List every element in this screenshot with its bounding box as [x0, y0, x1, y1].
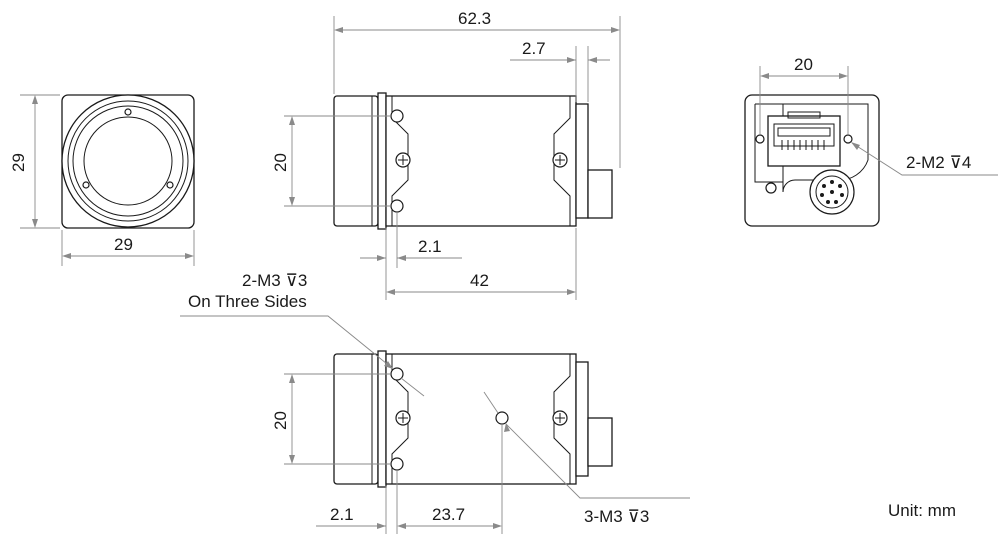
bottom-offset-label: 2.1: [330, 505, 354, 524]
side-hole-bottom: [390, 199, 404, 213]
side-collar: [377, 92, 387, 230]
bottom-hole-bottom: [390, 457, 404, 471]
rear-led: [765, 182, 777, 194]
bottom-lens-section: [333, 353, 379, 485]
bottom-center-label: 23.7: [432, 505, 465, 524]
bottom-spacing-label: 20: [271, 411, 290, 430]
side-holes-callout-line1: 2-M3 ⊽3: [242, 271, 307, 290]
lens-mount-ring-inner: [72, 105, 184, 217]
overall-length-label: 62.3: [458, 9, 491, 28]
side-main-body: [385, 95, 577, 227]
bottom-rear-plate: [575, 361, 589, 477]
bottom-connector: [587, 417, 613, 467]
rear-hole-right: [843, 134, 853, 144]
side-spacing-label: 20: [271, 153, 290, 172]
side-rear-plate: [575, 103, 589, 219]
side-view: 62.3 2.7 20 2.1 42: [271, 9, 621, 300]
rear-hole-callout: 2-M2 ⊽4: [906, 153, 971, 172]
bottom-main-body: [385, 353, 577, 485]
side-holes-callout-line2: On Three Sides: [188, 292, 307, 311]
rear-offset-label: 2.7: [522, 39, 546, 58]
rear-view: 20 2-M2 ⊽4: [744, 55, 998, 227]
side-connector: [587, 169, 613, 219]
bottom-collar: [377, 350, 387, 488]
bottom-view: 20 2.1 23.7 2-M3 ⊽3 On Three Sides 3-M3 …: [180, 271, 690, 534]
lens-mount-outer: [61, 94, 195, 228]
rear-hole-left: [755, 134, 765, 144]
bottom-center-hole: [495, 411, 509, 425]
rj45-pins: [781, 140, 825, 150]
front-screw-left: [82, 181, 90, 189]
front-screw-top: [124, 108, 132, 116]
io-connector-pins: [820, 180, 844, 204]
front-width-label: 29: [114, 235, 133, 254]
front-height-label: 29: [9, 153, 28, 172]
front-view: 29 29: [9, 94, 195, 266]
bottom-hole-callout: 3-M3 ⊽3: [584, 507, 649, 526]
unit-label: Unit: mm: [888, 501, 956, 520]
rear-spacing-label: 20: [794, 55, 813, 74]
side-hole-top: [390, 109, 404, 123]
side-offset-label: 2.1: [418, 237, 442, 256]
sensor-opening: [83, 116, 173, 206]
front-screw-right: [166, 181, 174, 189]
lens-mount-ring: [67, 100, 189, 222]
side-lens-section: [333, 95, 379, 227]
body-length-label: 42: [470, 271, 489, 290]
bottom-hole-top: [390, 367, 404, 381]
